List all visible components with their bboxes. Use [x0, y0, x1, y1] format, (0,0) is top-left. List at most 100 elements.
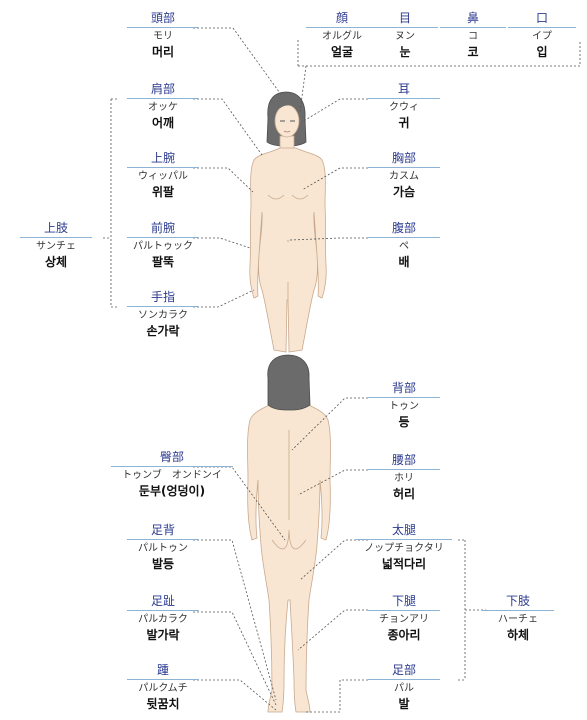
label-finger-jp: 手指: [150, 290, 175, 304]
label-upper-body: 上肢 サンチェ 상체: [20, 221, 92, 270]
label-shoulder: 肩部 オッケ 어깨: [127, 82, 199, 131]
label-foot: 足部 パル 발: [368, 663, 440, 712]
label-instep: 足背 パルトゥン 발등: [127, 523, 199, 572]
label-upper-arm-jp: 上腕: [150, 151, 175, 165]
label-thigh-jp: 太腿: [391, 523, 416, 537]
leader-forearm: [193, 237, 251, 249]
back-hair: [267, 354, 311, 411]
label-lower-body-ko: 하체: [506, 628, 530, 642]
label-abdomen-kana: ペ: [399, 241, 409, 252]
label-back-kana: トゥン: [389, 401, 419, 412]
label-nose-rule: [440, 27, 506, 28]
label-finger: 手指 ソンカラク 손가락: [127, 290, 199, 339]
label-calf-jp: 下腿: [391, 594, 416, 608]
label-head: 頭部 モリ 머리: [127, 11, 199, 60]
leader-instep: [193, 539, 277, 701]
label-instep-ko: 발등: [151, 557, 175, 571]
leader-lower-body-bracket: [458, 539, 486, 681]
label-waist-kana: ホリ: [394, 473, 414, 484]
label-foot-jp: 足部: [391, 663, 416, 677]
label-upper-body-kana: サンチェ: [36, 241, 76, 252]
label-upper-arm-ko: 위팔: [151, 185, 175, 199]
label-heel-ko: 뒷꿈치: [146, 697, 180, 711]
label-heel: 踵 パルクムチ 뒷꿈치: [127, 663, 199, 712]
label-mouth-jp: 口: [535, 11, 548, 25]
leader-chest: [301, 167, 368, 191]
label-forearm-kana: パルトゥック: [133, 241, 193, 252]
label-nose-jp: 鼻: [466, 11, 479, 25]
label-waist-rule: [368, 469, 440, 470]
leader-ear: [301, 98, 368, 123]
label-chest-kana: カスム: [389, 171, 419, 182]
label-nose-kana: コ: [468, 31, 478, 42]
label-chest-ko: 가슴: [392, 185, 416, 199]
label-abdomen-jp: 腹部: [391, 221, 416, 235]
label-buttocks-rule: [111, 466, 233, 467]
label-waist: 腰部 ホリ 허리: [368, 453, 440, 502]
label-chest-rule: [368, 167, 440, 168]
label-abdomen: 腹部 ペ 배: [368, 221, 440, 270]
label-forearm: 前腕 パルトゥック 팔뚝: [127, 221, 199, 270]
label-shoulder-kana: オッケ: [148, 102, 178, 113]
label-mouth: 口 イプ 입: [508, 11, 576, 60]
label-instep-rule: [127, 539, 199, 540]
label-abdomen-ko: 배: [398, 255, 410, 269]
label-ear-kana: クウィ: [389, 102, 419, 113]
label-head-jp: 頭部: [150, 11, 175, 25]
label-waist-ko: 허리: [392, 487, 416, 501]
leader-toe: [193, 611, 277, 706]
label-mouth-rule: [508, 27, 576, 28]
label-buttocks-jp: 臀部: [159, 450, 184, 464]
label-eye-kana: ヌン: [395, 31, 415, 42]
label-mouth-ko: 입: [536, 45, 548, 59]
leader-upper-arm: [193, 167, 254, 193]
label-forearm-jp: 前腕: [150, 221, 175, 235]
label-eye-rule: [372, 27, 438, 28]
label-upper-body-ko: 상체: [44, 255, 68, 269]
label-eye-jp: 目: [398, 11, 411, 25]
label-thigh: 太腿 ノップチョクタリ 넓적다리: [356, 523, 452, 572]
label-back-ko: 등: [398, 415, 410, 429]
label-instep-kana: パルトゥン: [138, 543, 188, 554]
front-chest-lines: [267, 194, 309, 200]
label-heel-kana: パルクムチ: [138, 683, 188, 694]
label-nose-ko: 코: [467, 45, 479, 59]
label-head-kana: モリ: [153, 31, 173, 42]
leader-upper-body-bracket: [103, 98, 118, 308]
label-toe-ko: 발가락: [146, 628, 180, 642]
leader-heel: [193, 679, 277, 711]
front-figure: [249, 91, 327, 353]
label-toe-rule: [127, 610, 199, 611]
label-head-rule: [127, 27, 199, 28]
label-thigh-ko: 넓적다리: [381, 557, 427, 571]
label-foot-rule: [368, 679, 440, 680]
label-face-kana: オルグル: [322, 31, 362, 42]
label-toe: 足趾 パルカラク 발가락: [127, 594, 199, 643]
label-calf-rule: [368, 610, 440, 611]
label-face-jp: 顔: [335, 11, 348, 25]
label-foot-kana: パル: [394, 683, 414, 694]
label-chest-jp: 胸部: [391, 151, 416, 165]
label-upper-body-rule: [20, 237, 92, 238]
label-shoulder-jp: 肩部: [150, 82, 175, 96]
label-eye: 目 ヌン 눈: [372, 11, 438, 60]
label-toe-jp: 足趾: [150, 594, 175, 608]
leader-head: [193, 27, 283, 97]
label-back-jp: 背部: [391, 381, 416, 395]
label-calf-kana: チョンアリ: [379, 614, 429, 625]
label-heel-rule: [127, 679, 199, 680]
leader-foot: [306, 679, 368, 713]
label-finger-ko: 손가락: [146, 324, 180, 338]
label-face-ko: 얼굴: [330, 45, 354, 59]
label-shoulder-rule: [127, 98, 199, 99]
label-back: 背部 トゥン 등: [368, 381, 440, 430]
label-ear: 耳 クウィ 귀: [368, 82, 440, 131]
label-lower-body-rule: [482, 610, 554, 611]
label-buttocks: 臀部 トゥンブ オンドンイ 둔부(엉덩이): [111, 450, 233, 499]
label-lower-body-kana: ハーチェ: [498, 614, 538, 625]
label-face-rule: [306, 27, 378, 28]
label-ear-ko: 귀: [398, 116, 410, 130]
label-foot-ko: 발: [398, 697, 410, 711]
label-back-rule: [368, 397, 440, 398]
